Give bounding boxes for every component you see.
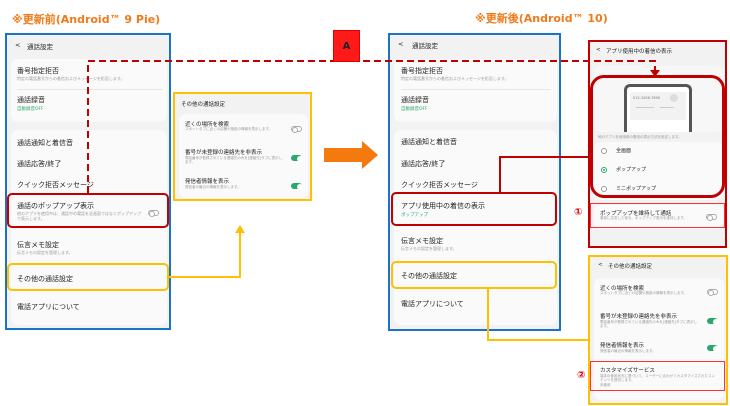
item-sub: スポットタブに近くの店舗や施設の情報を表示します。 (185, 127, 273, 131)
before-title: ※更新前(Android™ 9 Pie) (12, 13, 161, 26)
after-title: ※更新後(Android™ 10) (475, 12, 608, 25)
item-other-settings[interactable]: その他の通話設定 (17, 275, 73, 283)
item-about-phone-app[interactable]: 電話アプリについて (17, 303, 80, 311)
keep-popup-card: ポップアップを維持して通話 事前に応答した後も、ポップアップ表示を維持します。 (594, 205, 723, 229)
item-status: 未使用 (600, 383, 611, 387)
settings-card: 近くの場所を検索 スポットタブに近くの店舗や施設の情報を表示します。 番号が未登… (594, 278, 724, 400)
item-notifications[interactable]: 通話通知と着信音 (401, 138, 457, 146)
settings-card: 番号指定拒否 特定の電話番号からの着信およびメッセージを拒否します。 通話録音 … (11, 59, 167, 122)
item-answer-end[interactable]: 通話応答/終了 (401, 160, 446, 168)
avatar-icon (670, 94, 678, 102)
item-call-recording[interactable]: 通話録音 (401, 96, 429, 104)
highlight-keep-popup (590, 203, 725, 228)
item-status: ポップアップ (401, 213, 428, 218)
item-voice-memo[interactable]: 伝言メモ設定 (17, 241, 59, 249)
item-hide-unsaved[interactable]: 番号が未登録の連絡先を非表示 (185, 150, 263, 156)
screen-header: アプリ使用中の着信の表示 (606, 49, 673, 55)
highlight-incoming-display (391, 192, 557, 226)
hide-unsaved-toggle[interactable] (707, 318, 719, 325)
item-answer-end[interactable]: 通話応答/終了 (17, 160, 62, 168)
item-notifications[interactable]: 通話通知と着信音 (17, 139, 73, 147)
item-sub: スポットタブに近くの店舗や施設の情報を表示します。 (600, 291, 688, 295)
caller-info-toggle[interactable] (291, 183, 303, 190)
settings-card: 通話通知と着信音 通話応答/終了 クイック拒否メッセージ アプリ使用中の着信の表… (394, 130, 557, 325)
item-status: 自動録音OFF (17, 107, 44, 112)
highlight-popup-setting (7, 193, 169, 228)
callout-2: ② (577, 370, 586, 381)
callout-1: ① (574, 207, 583, 218)
item-quick-decline[interactable]: クイック拒否メッセージ (17, 181, 94, 189)
item-voice-memo[interactable]: 伝言メモ設定 (401, 237, 443, 245)
keep-popup-toggle[interactable] (706, 214, 717, 221)
item-call-block[interactable]: 番号指定拒否 (17, 67, 59, 75)
connector-before-other (169, 232, 241, 278)
keep-popup-label[interactable]: ポップアップを維持して通話 (600, 211, 672, 217)
highlight-other-settings (391, 261, 557, 289)
marker-a: A (333, 30, 360, 62)
divider (17, 89, 163, 90)
back-icon[interactable]: < (596, 47, 601, 53)
arrowhead-up-icon (235, 225, 245, 233)
back-icon[interactable]: < (15, 41, 21, 49)
item-sub: 端末の使用状況に基づいて、ユーザーに合わせてカスタマイズされたコンテンツを提供し… (600, 374, 716, 382)
item-customize-service[interactable]: カスタマイズサービス (600, 368, 655, 374)
highlight-display-options (590, 75, 725, 198)
after-other-settings-screen: < その他の通話設定 近くの場所を検索 スポットタブに近くの店舗や施設の情報を表… (588, 255, 728, 405)
call-popup-toggle[interactable] (148, 210, 159, 217)
nearby-search-toggle[interactable] (707, 289, 718, 296)
item-sub: 特定の電話番号からの着信およびメッセージを拒否します。 (401, 76, 509, 81)
item-sub: 発信者の最近の情報を表示します。 (185, 185, 241, 189)
screen-header: 通話設定 (27, 43, 53, 51)
item-call-recording[interactable]: 通話録音 (17, 96, 45, 104)
item-call-popup[interactable]: 通話のポップアップ表示 (17, 202, 94, 210)
divider (401, 89, 551, 90)
back-icon[interactable]: < (598, 262, 603, 268)
item-sub: 特定の電話番号からの着信およびメッセージを拒否します。 (17, 76, 125, 81)
item-caller-info[interactable]: 発信者情報を表示 (185, 179, 230, 185)
caller-info-toggle[interactable] (707, 345, 719, 352)
before-other-settings-screen: その他の通話設定 近くの場所を検索 スポットタブに近くの店舗や施設の情報を表示し… (173, 92, 312, 201)
item-sub: 発信者の最近の情報を表示します。 (600, 349, 656, 353)
nearby-search-toggle[interactable] (291, 126, 302, 133)
screen-header: その他の通話設定 (608, 264, 653, 270)
item-sub: 他のアプリを使用中は、通話中の電話を全画面ではなくポップアップで表示します。 (17, 211, 141, 221)
item-incoming-display[interactable]: アプリ使用中の着信の表示 (401, 202, 485, 210)
item-status: 自動録音OFF (401, 107, 428, 112)
highlight-other-settings (7, 263, 169, 291)
back-icon[interactable]: < (398, 40, 404, 48)
item-quick-decline[interactable]: クイック拒否メッセージ (401, 181, 478, 189)
item-about-phone-app[interactable]: 電話アプリについて (401, 300, 464, 308)
item-other-settings[interactable]: その他の通話設定 (401, 272, 457, 280)
item-sub: 伝言メモの設定を管理します。 (17, 250, 73, 255)
item-sub: 伝言メモの設定を管理します。 (401, 246, 457, 251)
settings-card: 近くの場所を検索 スポットタブに近くの店舗や施設の情報を表示します。 番号が未登… (179, 114, 308, 198)
screen-header: 通話設定 (412, 42, 438, 50)
hide-unsaved-toggle[interactable] (291, 155, 303, 162)
update-arrow-icon (324, 141, 378, 169)
accept-bar (660, 107, 674, 108)
item-hide-unsaved[interactable]: 番号が未登録の連絡先を非表示 (600, 314, 678, 320)
item-sub: 事前に応答した後も、ポップアップ表示を維持します。 (600, 216, 688, 220)
item-sub: 電話番号が登録されている連絡先のみを[連絡先]タブに表示します。 (185, 156, 283, 164)
settings-card: 番号指定拒否 特定の電話番号からの着信およびメッセージを拒否します。 通話録音 … (394, 59, 557, 122)
item-nearby-search[interactable]: 近くの場所を検索 (600, 286, 645, 292)
item-call-block[interactable]: 番号指定拒否 (401, 67, 443, 75)
highlight-customize-service (590, 361, 725, 391)
screen-header: その他の通話設定 (181, 102, 226, 108)
item-caller-info[interactable]: 発信者情報を表示 (600, 343, 645, 349)
item-sub: 電話番号が登録されている連絡先のみを[連絡先]タブに表示します。 (600, 320, 698, 328)
